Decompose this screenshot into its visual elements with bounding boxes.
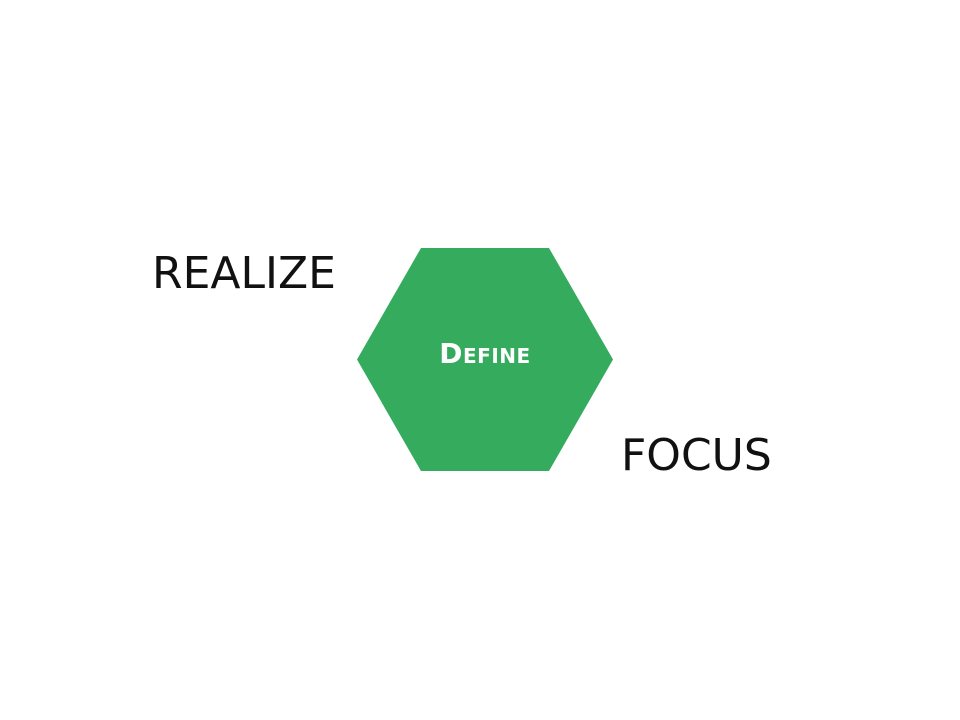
realize-label: REALIZE [152, 248, 336, 299]
focus-label: FOCUS [621, 430, 772, 481]
define-hexagon [357, 248, 613, 471]
define-label: Define [439, 337, 531, 370]
hexagon-shape [357, 248, 613, 471]
